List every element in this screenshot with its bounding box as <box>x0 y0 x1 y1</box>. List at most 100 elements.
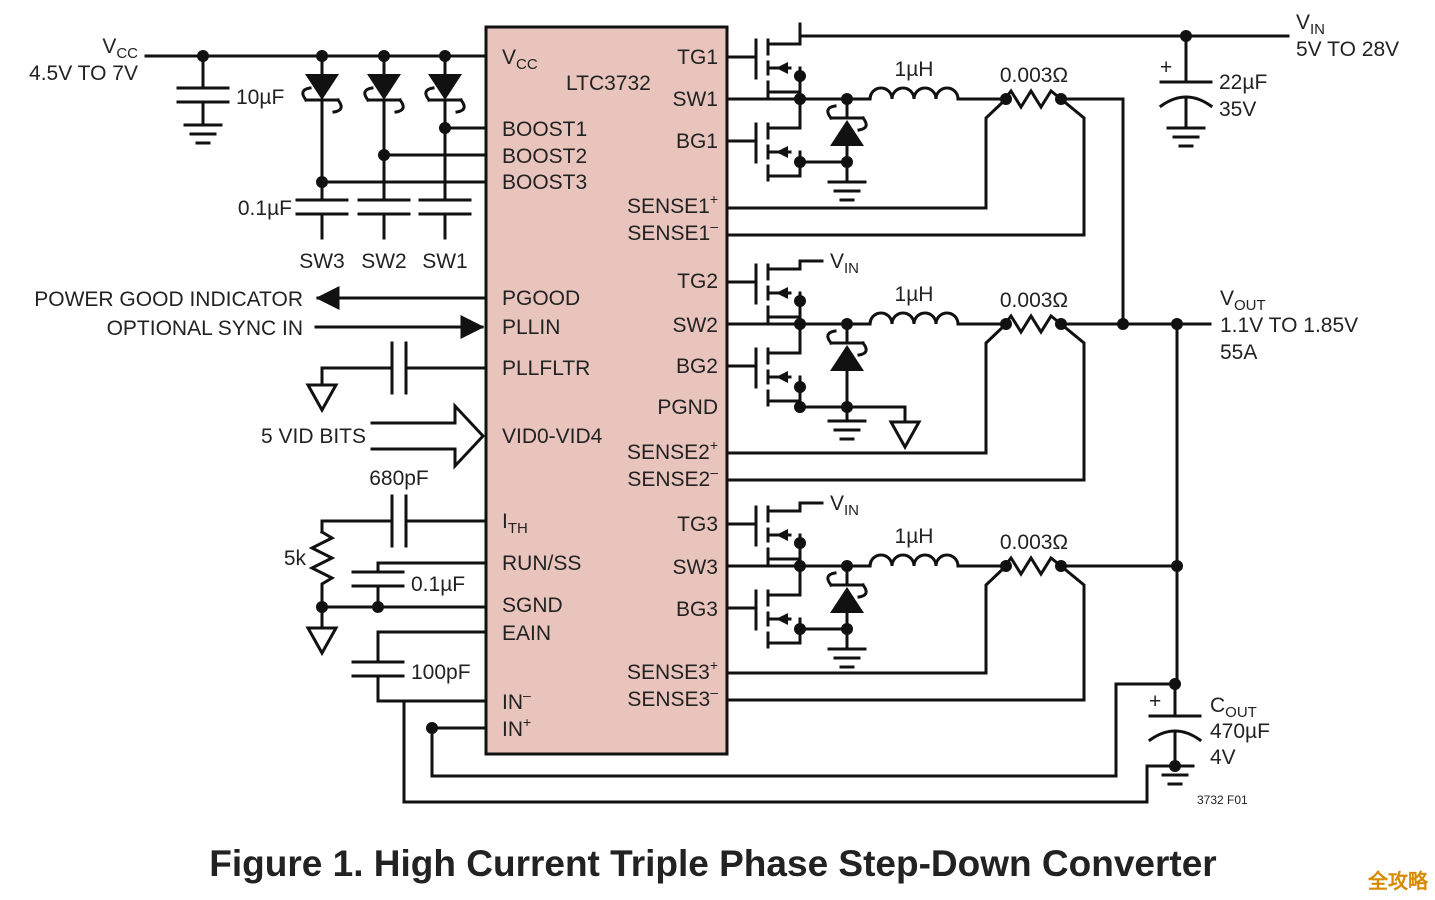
pin-sense1-plus: SENSE1+ <box>627 191 718 218</box>
phase-1 <box>725 22 1125 237</box>
pin-eain: EAIN <box>502 622 551 645</box>
pin-in-minus: IN– <box>502 687 531 714</box>
vcc-label: VCC <box>102 35 138 62</box>
pin-vcc: VCC <box>502 46 538 73</box>
vout-current: 55A <box>1220 341 1257 364</box>
phase-2 <box>725 259 1212 482</box>
pin-sw2: SW2 <box>672 314 718 337</box>
pin-pllin: PLLIN <box>502 316 560 339</box>
pin-ith: ITH <box>502 510 528 537</box>
ground-icon <box>1155 764 1195 786</box>
cin-voltage: 35V <box>1219 98 1256 121</box>
pin-vid: VID0-VID4 <box>502 425 603 448</box>
runss-cap-value: 0.1µF <box>411 573 465 596</box>
vout-bus <box>1121 97 1179 686</box>
pin-bg2: BG2 <box>676 355 718 378</box>
sw3-tag: SW3 <box>299 250 345 273</box>
vin-tag-3: VIN <box>830 492 859 519</box>
sw2-tag: SW2 <box>361 250 407 273</box>
sgnd-wire <box>320 605 488 630</box>
sync-signal: OPTIONAL SYNC IN <box>107 317 303 340</box>
vid-bus-arrow <box>370 402 486 470</box>
cout-cap <box>1147 682 1203 768</box>
node <box>1117 318 1129 330</box>
ea-cap-value: 100pF <box>411 661 471 684</box>
cout-label: COUT <box>1210 694 1257 721</box>
cin-cap <box>1158 34 1214 130</box>
figure-code: 3732 F01 <box>1197 793 1248 807</box>
boost-cap-2 <box>357 153 411 240</box>
pin-runss: RUN/SS <box>502 552 581 575</box>
sense-res-2-value: 0.003Ω <box>1000 289 1068 312</box>
node <box>426 722 438 734</box>
node <box>1171 560 1183 572</box>
sw1-tag: SW1 <box>422 250 468 273</box>
pgood-signal: POWER GOOD INDICATOR <box>34 288 303 311</box>
sense-res-3-value: 0.003Ω <box>1000 531 1068 554</box>
pin-bg3: BG3 <box>676 598 718 621</box>
eain-wire <box>376 630 488 664</box>
vout-range: 1.1V TO 1.85V <box>1220 314 1358 337</box>
pin-sgnd: SGND <box>502 594 563 617</box>
pin-sense1-minus: SENSE1– <box>627 218 718 245</box>
pin-pgnd: PGND <box>657 396 718 419</box>
boost-diode-1 <box>301 54 343 184</box>
vin-label: VIN <box>1296 11 1325 38</box>
pin-pllfltr: PLLFLTR <box>502 357 590 380</box>
pllfltr-cap <box>390 341 408 395</box>
ic-name: LTC3732 <box>566 72 651 95</box>
boost-cap-value: 0.1µF <box>238 197 292 220</box>
pllfltr-wire <box>320 366 488 387</box>
inductor-2-value: 1µH <box>895 283 934 306</box>
pin-sense3-minus: SENSE3– <box>627 684 718 711</box>
runss-wire <box>376 561 488 574</box>
boost-diode-3 <box>424 54 466 130</box>
pin-sw3: SW3 <box>672 556 718 579</box>
pin-tg3: TG3 <box>677 513 718 536</box>
signal-ground-icon <box>305 626 339 657</box>
signal-ground-icon <box>305 383 339 414</box>
left-pin-labels: VCC BOOST1 BOOST2 BOOST3 PGOOD PLLIN PLL… <box>502 46 603 741</box>
phase-3 <box>725 501 1179 702</box>
in-plus-wire <box>430 682 1177 778</box>
ground-icon <box>183 123 223 145</box>
node <box>1171 318 1183 330</box>
ith-wire <box>320 519 488 534</box>
figure-title: Figure 1. High Current Triple Phase Step… <box>209 843 1216 884</box>
ith-cap-value: 680pF <box>369 467 429 490</box>
pin-tg1: TG1 <box>677 46 718 69</box>
vin-tag-2: VIN <box>830 250 859 277</box>
cout-voltage: 4V <box>1210 746 1236 769</box>
cout-polarity: + <box>1149 690 1161 713</box>
pin-boost2: BOOST2 <box>502 145 587 168</box>
boost-diode-2 <box>363 54 405 157</box>
vcc-cap <box>176 54 230 127</box>
right-pin-labels: TG1 SW1 BG1 SENSE1+ SENSE1– TG2 SW2 BG2 … <box>627 46 718 711</box>
ith-cap <box>390 494 408 548</box>
boost-cap-3 <box>295 180 349 240</box>
ith-resistor <box>308 529 336 609</box>
cin-value: 22µF <box>1219 71 1267 94</box>
inductor-1-value: 1µH <box>895 58 934 81</box>
vcc-range: 4.5V TO 7V <box>29 62 138 85</box>
pin-sense3-plus: SENSE3+ <box>627 657 718 684</box>
cout-value: 470µF <box>1210 720 1270 743</box>
pin-boost1: BOOST1 <box>502 118 587 141</box>
ea-cap <box>351 660 405 703</box>
pin-boost3: BOOST3 <box>502 171 587 194</box>
pin-sense2-minus: SENSE2– <box>627 464 718 491</box>
inductor-3-value: 1µH <box>895 525 934 548</box>
node <box>372 601 384 613</box>
pin-in-plus: IN+ <box>502 714 531 741</box>
pin-tg2: TG2 <box>677 270 718 293</box>
vin-range: 5V TO 28V <box>1296 38 1399 61</box>
pin-sw1: SW1 <box>672 88 718 111</box>
ith-res-value: 5k <box>284 547 307 570</box>
pin-bg1: BG1 <box>676 130 718 153</box>
cin-polarity: + <box>1160 56 1172 79</box>
vcc-cap-value: 10µF <box>236 86 284 109</box>
sense-res-1-value: 0.003Ω <box>1000 64 1068 87</box>
vout-label: VOUT <box>1220 287 1266 314</box>
boost-cap-1 <box>418 126 472 240</box>
